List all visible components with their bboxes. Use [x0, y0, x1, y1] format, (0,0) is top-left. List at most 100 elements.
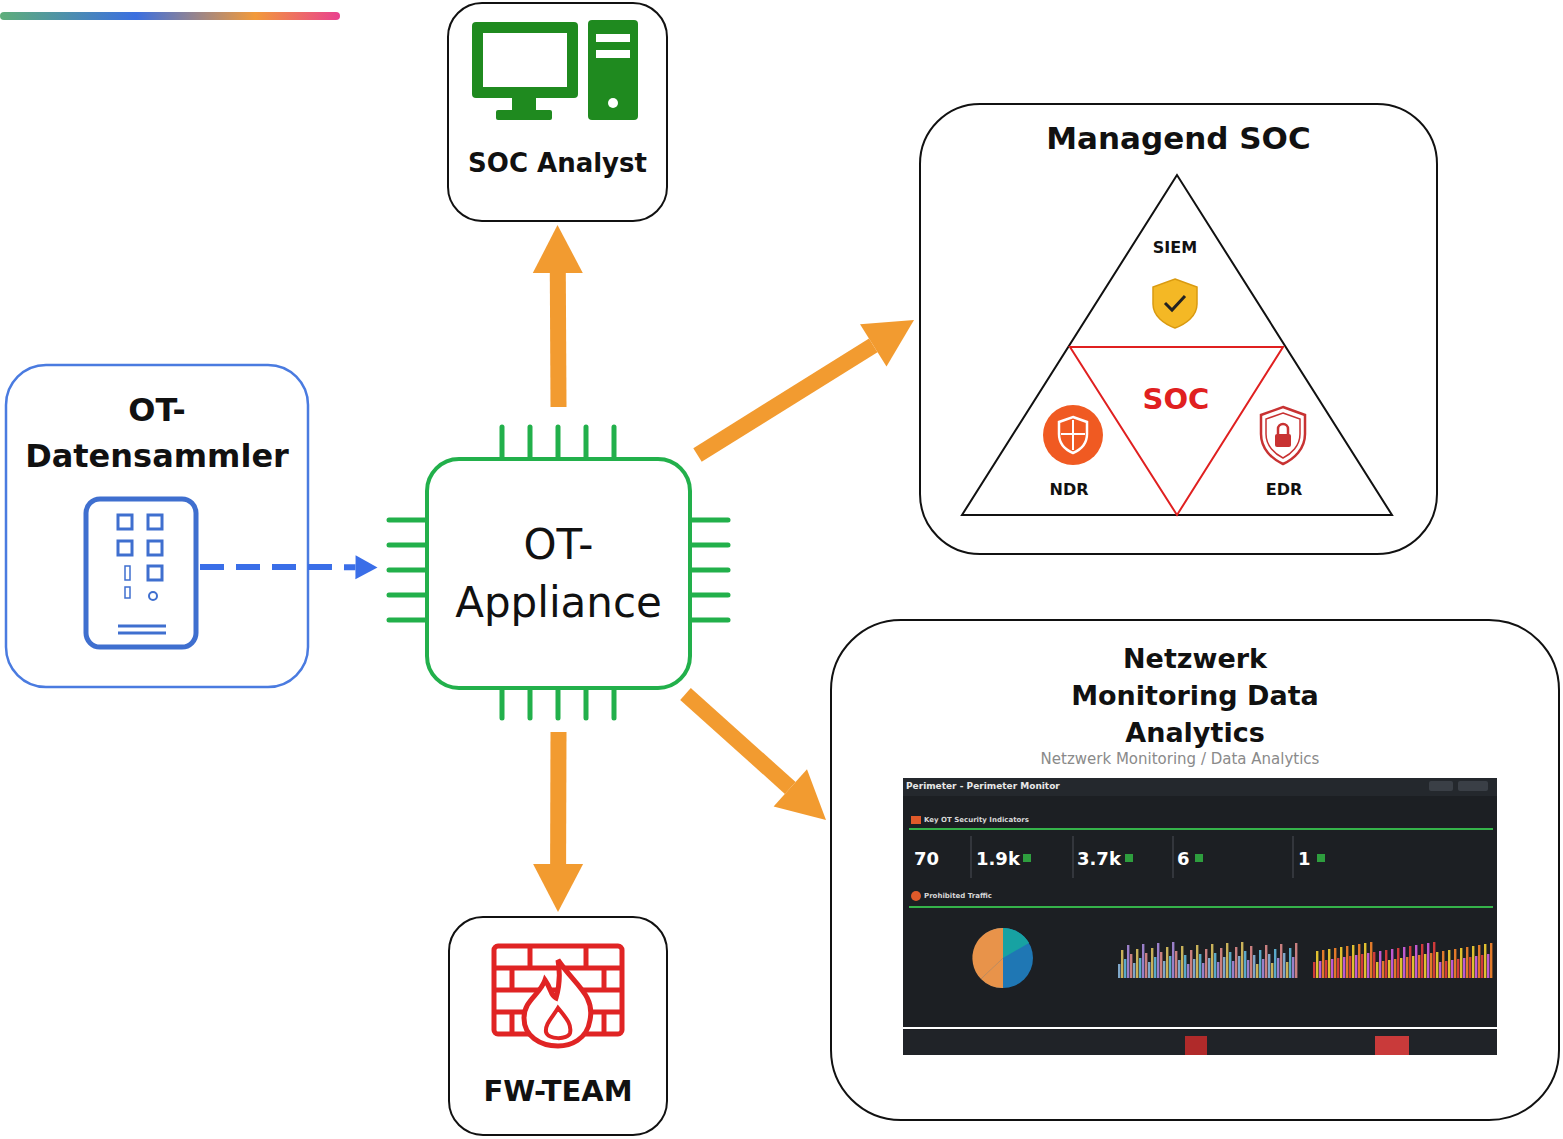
chart-bar — [1409, 946, 1411, 978]
chart-bar — [1391, 949, 1393, 978]
chart-bar — [1211, 944, 1213, 978]
chart-bar — [1286, 962, 1288, 978]
chart-bar — [1145, 953, 1147, 978]
chart-bar — [1151, 948, 1153, 978]
chart-bar — [1136, 949, 1138, 978]
chart-bar — [1460, 948, 1462, 978]
chart-bar — [1364, 943, 1366, 978]
chart-bar — [1385, 950, 1387, 978]
chart-bar — [1454, 949, 1456, 978]
chart-bar — [1472, 946, 1474, 978]
chart-bar — [1403, 947, 1405, 978]
chart-bar — [1226, 943, 1228, 978]
chart-bar — [1235, 947, 1237, 978]
chart-bar — [1202, 963, 1204, 978]
chart-bar — [1337, 958, 1339, 978]
chart-bar — [1463, 958, 1465, 978]
chart-bar — [1238, 956, 1240, 978]
chart-bar — [1418, 955, 1420, 978]
soc-box: Managend SOCSIEMSOCNDREDR — [920, 104, 1437, 554]
chart-bar — [1370, 942, 1372, 978]
chart-bar — [1169, 956, 1171, 978]
chart-bar — [1217, 962, 1219, 978]
arrow-shape — [550, 273, 567, 407]
chart-bar — [1121, 950, 1123, 978]
chart-bar — [1457, 959, 1459, 978]
chart-bar — [1247, 960, 1249, 978]
chart-bar — [1466, 947, 1468, 978]
chart-bar — [1397, 948, 1399, 978]
arrow-shape — [693, 339, 877, 462]
chart-bar — [1133, 963, 1135, 978]
chart-bar — [1280, 944, 1282, 978]
edr-segment: EDR — [1262, 478, 1307, 502]
data-flow-arrow — [533, 225, 583, 407]
chart-bar — [1487, 954, 1489, 978]
chart-bar — [1208, 958, 1210, 978]
chart-bar — [1469, 957, 1471, 978]
chart-bar — [1373, 952, 1375, 978]
chart-bar — [1394, 959, 1396, 978]
chart-bar — [1439, 962, 1441, 978]
chart-bar — [1181, 946, 1183, 978]
firewall-box: FW-TEAM — [449, 917, 667, 1135]
chart-bar — [1268, 954, 1270, 978]
kpi-value: 3.7k — [1077, 848, 1121, 870]
chart-bar — [1277, 958, 1279, 978]
kpi-value: 1.9k — [976, 848, 1020, 870]
dashboard-title: Perimeter - Perimeter Monitor — [906, 781, 1060, 792]
chart-bar — [1421, 944, 1423, 978]
soc-triangle — [920, 104, 1437, 554]
data-flow-arrow — [533, 732, 583, 912]
gradient-bar — [0, 10, 345, 24]
chart-bar — [1412, 956, 1414, 978]
analyst-box: SOC Analyst — [448, 3, 667, 221]
arrow-shape — [550, 732, 566, 864]
chart-bar — [1244, 951, 1246, 978]
chart-bar — [1313, 962, 1315, 978]
chart-bar — [1256, 964, 1258, 978]
node-text: NDR — [1050, 480, 1089, 500]
arrow-shape — [774, 769, 826, 820]
chart-bar — [1334, 948, 1336, 978]
chart-bar — [1325, 960, 1327, 978]
chart-bar — [1160, 952, 1162, 978]
arrow-shape — [680, 688, 795, 794]
chart-bar — [1358, 944, 1360, 978]
chart-bar — [1229, 952, 1231, 978]
chart-bar — [1154, 957, 1156, 978]
chart-bar — [1484, 944, 1486, 978]
chart-bar — [1142, 944, 1144, 978]
chart-bar — [1490, 943, 1492, 978]
node-text: Netzwerk Monitoring Data Analytics — [1055, 640, 1335, 751]
chart-bar — [1367, 953, 1369, 978]
chart-bar — [1232, 961, 1234, 978]
chart-bar — [1259, 950, 1261, 978]
kpi-value: 1 — [1298, 848, 1311, 870]
collector-box: OT- Datensammler — [6, 365, 308, 687]
chart-bar — [1445, 961, 1447, 978]
chart-bar — [1319, 961, 1321, 978]
chart-bar — [1205, 949, 1207, 978]
chart-bar — [1214, 953, 1216, 978]
chart-bar — [1448, 950, 1450, 978]
chart-bar — [1127, 945, 1129, 978]
chart-bar — [1481, 955, 1483, 978]
kpi-value: 70 — [914, 848, 939, 870]
ndr-segment: NDR — [1046, 478, 1093, 502]
chart-bar — [1289, 948, 1291, 978]
chart-bar — [1352, 945, 1354, 978]
chart-bar — [1178, 960, 1180, 978]
arrow-shape — [860, 320, 914, 367]
chart-bar — [1406, 957, 1408, 978]
chart-bar — [1253, 955, 1255, 978]
arrow-shape — [533, 225, 583, 273]
dashed-arrow — [308, 555, 378, 579]
chart-bar — [1322, 950, 1324, 978]
chart-bar — [1427, 943, 1429, 978]
chart-bar — [1196, 945, 1198, 978]
chart-bar — [1442, 951, 1444, 978]
chart-bar — [1415, 945, 1417, 978]
siem-segment: SIEM — [1149, 236, 1201, 260]
kpi-value: 6 — [1177, 848, 1190, 870]
